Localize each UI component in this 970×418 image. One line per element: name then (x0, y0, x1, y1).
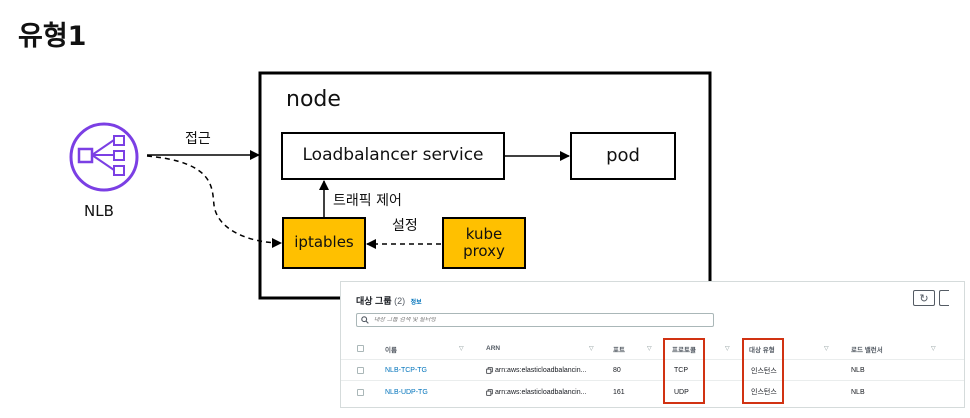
arn-cell: arn:aws:elasticloadbalancin... (486, 382, 586, 402)
select-all-checkbox[interactable] (357, 345, 364, 352)
target-group-name-link[interactable]: NLB-TCP-TG (385, 367, 427, 374)
loadbalancer-service-box (281, 132, 505, 180)
search-icon (361, 316, 369, 324)
sort-icon[interactable]: ▽ (647, 346, 652, 352)
protocol-cell: UDP (674, 388, 689, 396)
sort-icon[interactable]: ▽ (931, 346, 936, 352)
pod-label: pod (606, 144, 640, 166)
traffic-control-edge-label: 트래픽 제어 (333, 193, 402, 209)
panel-title: 대상 그룹 (356, 296, 392, 306)
loadbalancer-service-label: Loadbalancer service (302, 145, 484, 166)
target-type-column-highlight (742, 338, 784, 404)
target-group-name-link[interactable]: NLB-UDP-TG (385, 388, 428, 396)
search-box[interactable] (356, 313, 714, 327)
info-link[interactable]: 정보 (410, 300, 422, 306)
target-group-count: (2) (394, 296, 406, 306)
protocol-column-highlight (663, 338, 705, 404)
select-all-cell[interactable] (357, 338, 364, 359)
arn-cell: arn:aws:elasticloadbalancin... (486, 361, 586, 380)
page-title: 유형1 (18, 21, 87, 52)
node-label: node (286, 87, 341, 112)
iptables-box (282, 217, 366, 269)
pod-box (570, 132, 676, 180)
sort-icon[interactable]: ▽ (824, 346, 829, 352)
kube-proxy-label-line2: proxy (463, 242, 505, 260)
actions-button[interactable] (939, 290, 949, 306)
column-header-protocol[interactable]: 프로토콜 (672, 346, 696, 354)
copy-icon[interactable] (486, 367, 493, 374)
kube-proxy-box (442, 217, 526, 269)
column-header-name[interactable]: 이름 (385, 346, 397, 354)
arn-value: arn:aws:elasticloadbalancin... (495, 388, 587, 396)
kube-proxy-label: kube proxy (443, 218, 525, 268)
target-groups-panel: 대상 그룹 (2) 정보 ↻ 이름 ▽ ARN ▽ 포트 ▽ 프로토콜 ▽ 대상… (340, 281, 965, 408)
table-row[interactable]: NLB-UDP-TG arn:aws:elasticloadbalancin..… (341, 382, 964, 402)
nlb-to-iptables-dashed-arrow (146, 155, 282, 248)
port-cell: 161 (613, 388, 625, 396)
target-type-cell: 인스턴스 (751, 389, 777, 396)
sort-icon[interactable]: ▽ (459, 346, 464, 352)
column-header-load-balancer[interactable]: 로드 밸런서 (851, 346, 883, 354)
column-header-arn[interactable]: ARN (486, 345, 501, 352)
port-cell: 80 (613, 367, 621, 374)
setting-edge-label: 설정 (392, 218, 418, 234)
kube-proxy-label-line1: kube (465, 224, 503, 243)
load-balancer-cell: NLB (851, 388, 865, 396)
column-header-port[interactable]: 포트 (613, 346, 625, 354)
target-type-cell: 인스턴스 (751, 367, 777, 375)
sort-icon[interactable]: ▽ (589, 346, 594, 352)
row-checkbox[interactable] (357, 367, 364, 374)
search-input[interactable] (374, 317, 674, 323)
refresh-icon: ↻ (919, 292, 929, 305)
arn-value: arn:aws:elasticloadbalancin... (495, 367, 587, 374)
copy-icon[interactable] (486, 388, 493, 396)
refresh-button[interactable]: ↻ (913, 290, 935, 306)
protocol-cell: TCP (674, 367, 688, 374)
network-load-balancer-icon (69, 122, 139, 192)
iptables-label: iptables (294, 233, 354, 252)
load-balancer-cell: NLB (851, 367, 865, 374)
access-edge-label: 접근 (185, 131, 211, 147)
row-select-cell[interactable] (357, 361, 364, 380)
nlb-label: NLB (84, 202, 114, 220)
table-header-row: 이름 ▽ ARN ▽ 포트 ▽ 프로토콜 ▽ 대상 유형 ▽ 로드 밸런서 ▽ (341, 338, 964, 360)
table-row[interactable]: NLB-TCP-TG arn:aws:elasticloadbalancin..… (341, 361, 964, 381)
panel-header: 대상 그룹 (2) 정보 (356, 294, 422, 307)
column-header-target-type[interactable]: 대상 유형 (749, 346, 775, 354)
row-select-cell[interactable] (357, 382, 364, 402)
sort-icon[interactable]: ▽ (725, 346, 730, 352)
row-checkbox[interactable] (357, 388, 364, 396)
